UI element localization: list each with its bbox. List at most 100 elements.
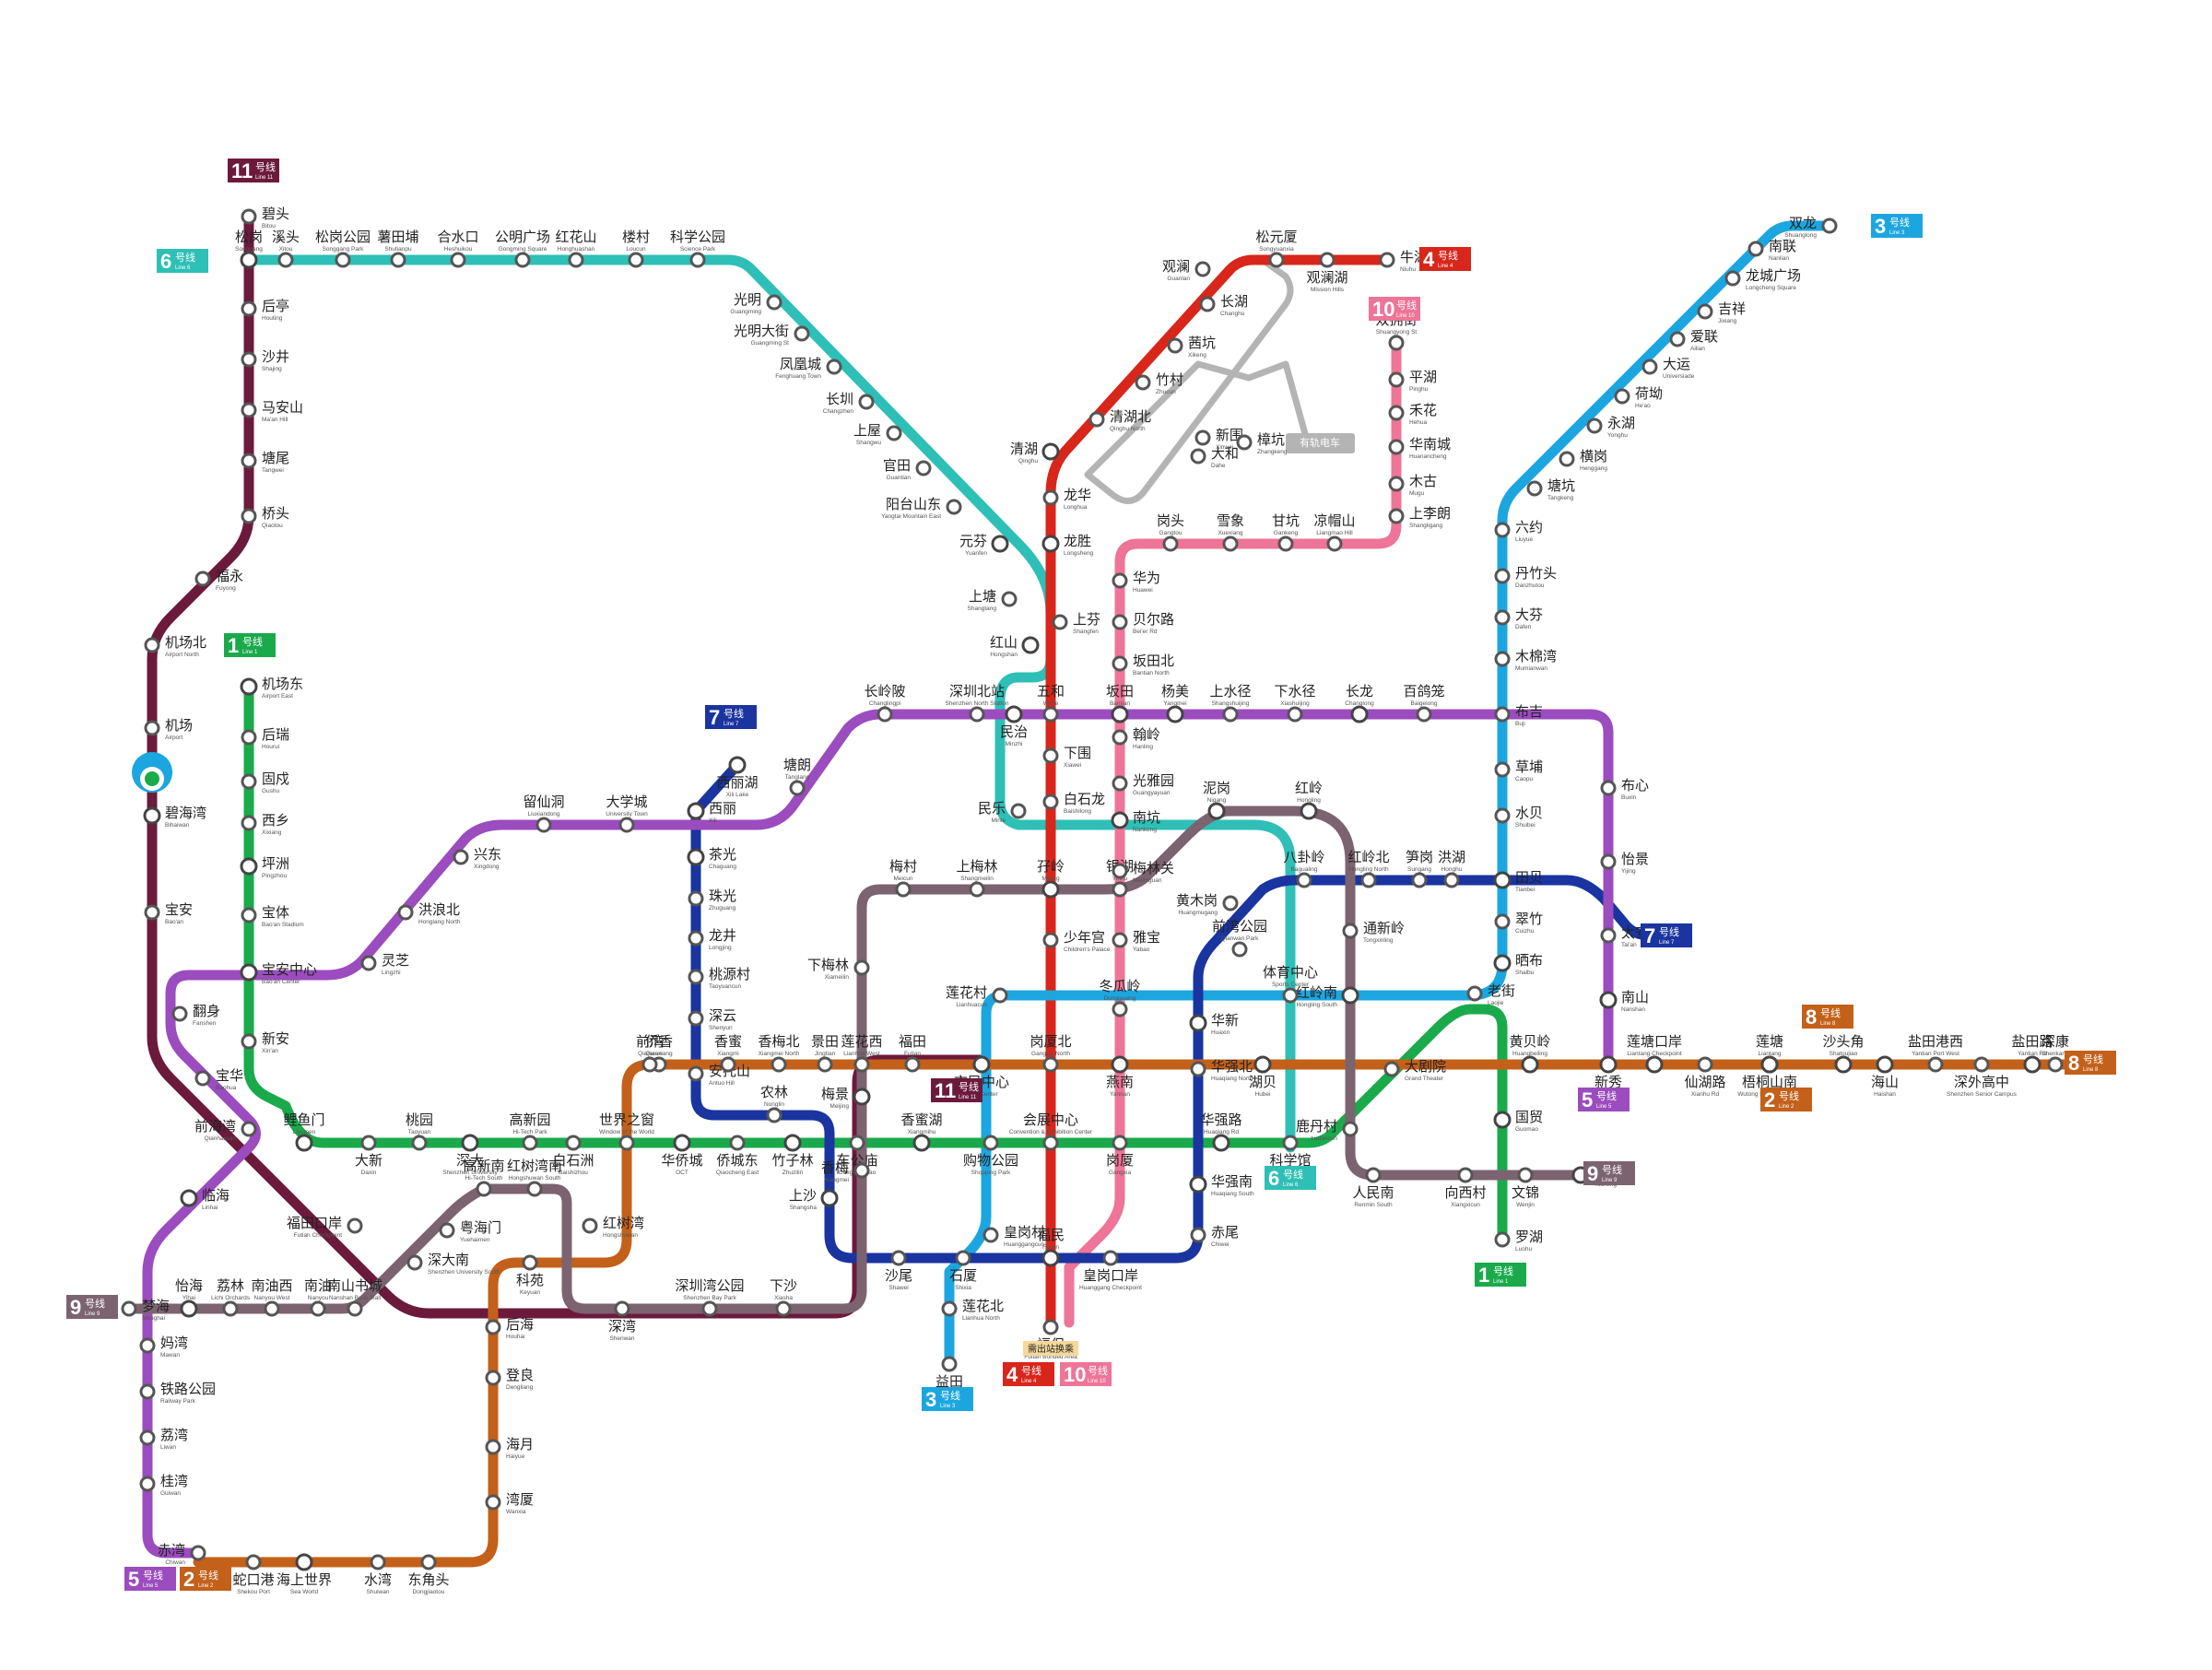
station[interactable]: 爱联Ailian	[1671, 328, 1718, 352]
station-marker[interactable]	[1495, 873, 1510, 888]
station-marker[interactable]	[854, 1089, 869, 1104]
station-marker[interactable]	[897, 883, 910, 896]
station-marker[interactable]	[1496, 915, 1509, 928]
station-marker[interactable]	[1496, 708, 1509, 721]
station-marker[interactable]	[242, 454, 255, 467]
station[interactable]: 西丽湖Xili Lake	[716, 758, 758, 798]
station[interactable]: 灵芝Lingzhi	[362, 952, 409, 976]
station[interactable]: 前湾公园Qianwan Park	[1212, 918, 1267, 956]
station-marker[interactable]	[1749, 242, 1762, 255]
station-marker[interactable]	[1284, 1136, 1297, 1149]
station-marker[interactable]	[1496, 763, 1509, 776]
station-marker[interactable]	[441, 1224, 453, 1237]
station-marker[interactable]	[947, 500, 960, 513]
station-marker[interactable]	[1113, 934, 1126, 947]
station-marker[interactable]	[173, 1007, 186, 1020]
station-marker[interactable]	[1836, 1057, 1851, 1072]
station-marker[interactable]	[454, 851, 467, 864]
station-marker[interactable]	[1496, 570, 1509, 582]
station-marker[interactable]	[917, 462, 930, 475]
station[interactable]: 阳台山东Yangtai Mountain East	[881, 496, 960, 520]
station-marker[interactable]	[1601, 993, 1616, 1007]
station-marker[interactable]	[477, 1182, 490, 1195]
station-marker[interactable]	[1362, 874, 1375, 887]
station-marker[interactable]	[1496, 523, 1509, 536]
station-marker[interactable]	[1588, 419, 1601, 432]
station-marker[interactable]	[629, 253, 642, 266]
station-marker[interactable]	[971, 883, 983, 896]
station-marker[interactable]	[1270, 253, 1283, 266]
station[interactable]: 塘坑Tangkeng	[1528, 477, 1575, 501]
station-marker[interactable]	[1468, 987, 1481, 1000]
station-marker[interactable]	[1647, 1057, 1662, 1072]
station-marker[interactable]	[371, 1556, 384, 1569]
station-marker[interactable]	[703, 1302, 716, 1315]
station-marker[interactable]	[1044, 934, 1057, 947]
station-marker[interactable]	[984, 1136, 997, 1149]
station-marker[interactable]	[2049, 1058, 2062, 1071]
station-marker[interactable]	[1699, 305, 1712, 318]
station[interactable]: 长圳Changzhen	[823, 391, 873, 415]
station-marker[interactable]	[1343, 988, 1358, 1003]
station-marker[interactable]	[242, 775, 255, 788]
station[interactable]: 红山Hongshan	[990, 634, 1038, 658]
station-marker[interactable]	[1044, 795, 1057, 808]
station-marker[interactable]	[1284, 989, 1297, 1002]
station-marker[interactable]	[1044, 708, 1057, 721]
station[interactable]: 翻身Fanshen	[173, 1003, 220, 1027]
station-marker[interactable]	[1643, 360, 1656, 373]
station[interactable]: 官田Guantian	[883, 457, 930, 481]
station-marker[interactable]	[1201, 298, 1214, 311]
station-marker[interactable]	[141, 1477, 154, 1490]
station-marker[interactable]	[348, 1302, 361, 1315]
station-marker[interactable]	[297, 1135, 312, 1150]
station-marker[interactable]	[242, 510, 255, 523]
station[interactable]: 竹村Zhucun	[1136, 371, 1183, 395]
station-marker[interactable]	[1113, 1136, 1126, 1149]
station-marker[interactable]	[141, 1431, 154, 1444]
station-marker[interactable]	[242, 909, 255, 922]
station-marker[interactable]	[1255, 1057, 1270, 1072]
station-marker[interactable]	[241, 253, 256, 267]
station-marker[interactable]	[689, 1067, 702, 1080]
station-marker[interactable]	[688, 850, 703, 864]
station-marker[interactable]	[1671, 333, 1684, 346]
station-marker[interactable]	[906, 1058, 919, 1071]
station-marker[interactable]	[1975, 1058, 1988, 1071]
station-marker[interactable]	[1496, 1233, 1509, 1246]
station-marker[interactable]	[688, 804, 703, 818]
station-marker[interactable]	[1390, 477, 1403, 490]
station-marker[interactable]	[1279, 537, 1292, 550]
station-marker[interactable]	[1044, 1058, 1057, 1071]
station-marker[interactable]	[1699, 1058, 1712, 1071]
station-marker[interactable]	[1224, 708, 1237, 721]
station-marker[interactable]	[2025, 1057, 2040, 1072]
station-marker[interactable]	[1381, 253, 1394, 266]
station-marker[interactable]	[1169, 339, 1182, 352]
station-marker[interactable]	[974, 1057, 989, 1072]
station-marker[interactable]	[993, 536, 1007, 551]
station-marker[interactable]	[524, 1256, 536, 1269]
station-marker[interactable]	[1191, 1177, 1206, 1192]
station-marker[interactable]	[1726, 272, 1739, 285]
station-marker[interactable]	[1192, 1229, 1205, 1241]
station-marker[interactable]	[247, 1556, 260, 1569]
station-marker[interactable]	[1344, 924, 1357, 937]
station[interactable]: 深大南Shenzhen University South	[408, 1252, 500, 1276]
station-marker[interactable]	[731, 1136, 744, 1149]
station-marker[interactable]	[146, 906, 159, 919]
station-marker[interactable]	[1352, 707, 1367, 722]
station-marker[interactable]	[1390, 406, 1403, 419]
station-marker[interactable]	[1601, 1057, 1616, 1072]
station[interactable]: 南联Nanlian	[1749, 238, 1796, 262]
station-marker[interactable]	[722, 1058, 735, 1071]
station-marker[interactable]	[1328, 537, 1341, 550]
station-marker[interactable]	[1616, 390, 1629, 403]
station-marker[interactable]	[1301, 804, 1316, 818]
station-marker[interactable]	[1023, 638, 1038, 653]
station-marker[interactable]	[1602, 929, 1615, 942]
station[interactable]: 黄木岗Huangmugang	[1176, 892, 1237, 916]
station-marker[interactable]	[689, 970, 702, 983]
station-marker[interactable]	[196, 1072, 209, 1085]
